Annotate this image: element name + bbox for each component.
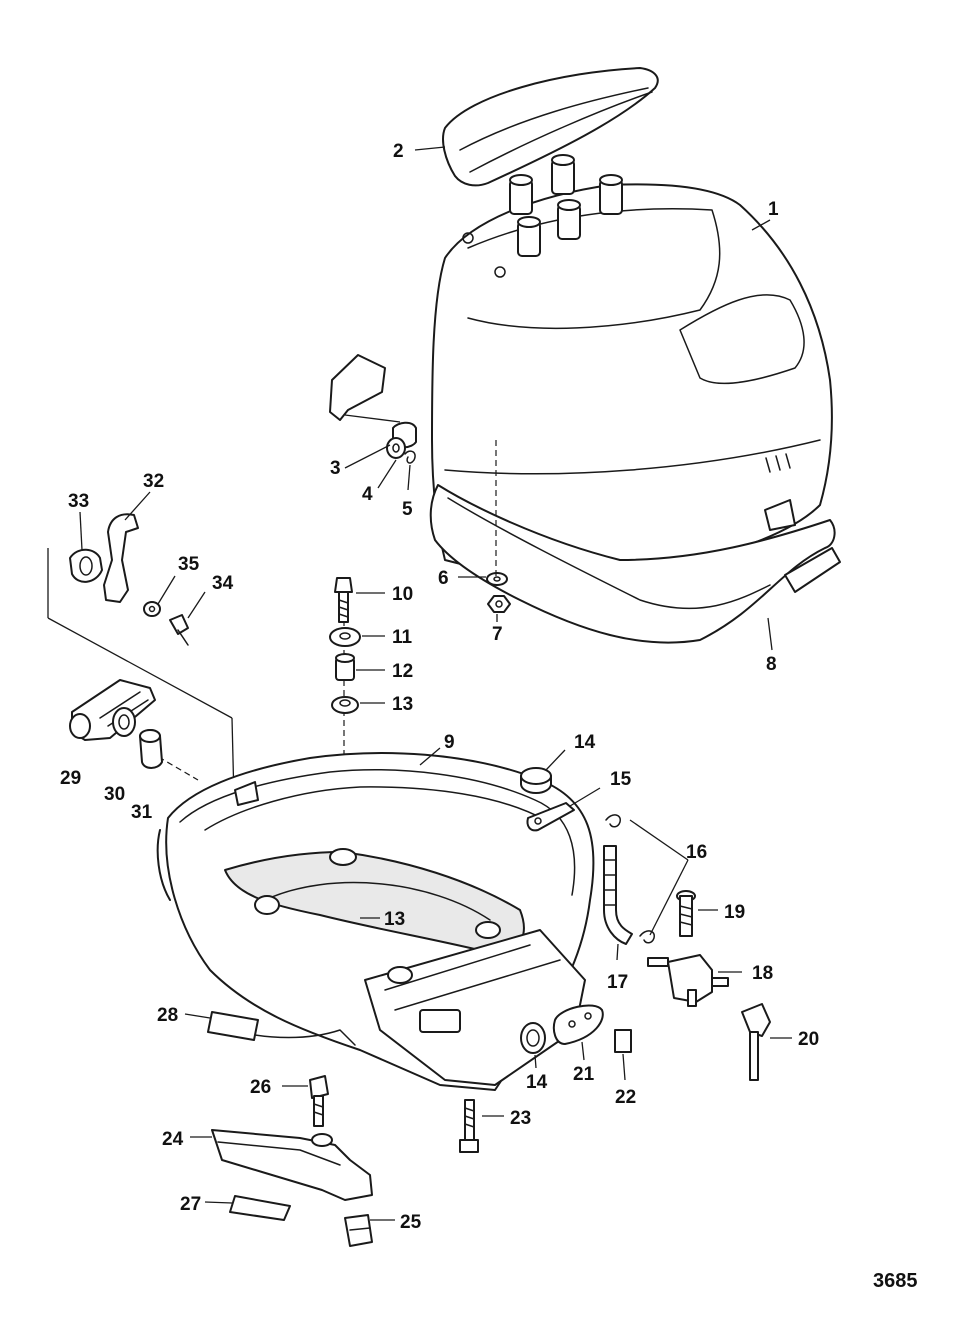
part-primer-20 — [741, 1003, 771, 1081]
part-cowl-seal — [429, 484, 841, 644]
callout-5: 5 — [402, 499, 413, 520]
leader-lines — [79, 146, 792, 1221]
part-washer — [386, 437, 406, 459]
part-top-cap — [442, 67, 659, 187]
callout-20: 20 — [798, 1029, 819, 1050]
callout-21: 21 — [573, 1064, 595, 1085]
part-decal-28 — [207, 1011, 259, 1041]
callout-29: 29 — [60, 768, 81, 789]
part-bolt-19 — [676, 890, 696, 937]
callout-8: 8 — [766, 654, 777, 675]
callout-9: 9 — [444, 732, 455, 753]
part-screw-34 — [169, 614, 189, 646]
callout-31: 31 — [131, 802, 153, 823]
callout-labels: 1 2 3 4 5 6 7 8 9 10 11 12 13 13 14 14 1… — [60, 141, 819, 1233]
callout-11: 11 — [392, 627, 413, 648]
part-nut-7 — [487, 595, 511, 613]
callout-35: 35 — [178, 554, 200, 575]
callout-13-bottom: 13 — [384, 909, 405, 930]
part-latch-lever — [329, 354, 401, 423]
callout-14-top: 14 — [574, 732, 596, 753]
callout-32: 32 — [143, 471, 164, 492]
callout-18: 18 — [752, 963, 773, 984]
part-screw-26 — [309, 1075, 329, 1127]
callout-26: 26 — [250, 1077, 271, 1098]
part-grommet-21 — [552, 1004, 604, 1045]
callout-23: 23 — [510, 1108, 531, 1129]
callout-6: 6 — [438, 568, 449, 589]
part-strap-15 — [526, 802, 575, 832]
part-bolt-23 — [459, 1099, 479, 1153]
diagram-reference-number: 3685 — [873, 1270, 918, 1292]
callout-30: 30 — [104, 784, 125, 805]
part-fuel-connector-18 — [647, 954, 729, 1007]
callout-16: 16 — [686, 842, 707, 863]
part-hose-17 — [603, 845, 633, 945]
callout-33: 33 — [68, 491, 89, 512]
part-bolt-10 — [334, 577, 353, 623]
callout-10: 10 — [392, 584, 413, 605]
part-washer-6 — [486, 572, 508, 586]
intake-tubes — [509, 154, 623, 257]
callout-25: 25 — [400, 1212, 422, 1233]
part-clip-25 — [344, 1214, 373, 1247]
part-washer-11 — [329, 627, 361, 647]
part-decal-27 — [229, 1195, 291, 1221]
part-spacer-12 — [335, 653, 355, 681]
part-top-cowl — [431, 154, 833, 578]
part-spring-latch — [103, 513, 139, 603]
part-clip-16-top — [605, 814, 621, 828]
part-washer-35 — [143, 601, 161, 617]
part-cap-14-bottom — [520, 1022, 546, 1054]
callout-19: 19 — [724, 902, 745, 923]
callout-17: 17 — [607, 972, 628, 993]
part-decal-22 — [614, 1029, 632, 1053]
callout-34: 34 — [212, 573, 234, 594]
callout-1: 1 — [768, 199, 779, 220]
part-seal-30 — [112, 707, 136, 737]
part-grommet-13-top — [331, 696, 359, 714]
callout-27: 27 — [180, 1194, 201, 1215]
part-seal-33 — [69, 548, 103, 583]
callout-3: 3 — [330, 458, 341, 479]
callout-2: 2 — [393, 141, 404, 162]
part-cap-14-top — [520, 767, 552, 794]
part-bracket-24 — [211, 1129, 373, 1201]
callout-22: 22 — [615, 1087, 636, 1108]
callout-12: 12 — [392, 661, 413, 682]
part-clip-16-bottom — [639, 930, 655, 944]
callout-13-top: 13 — [392, 694, 413, 715]
callout-15: 15 — [610, 769, 632, 790]
callout-24: 24 — [162, 1129, 184, 1150]
callout-4: 4 — [362, 484, 373, 505]
part-lever-handle-29 — [69, 679, 156, 741]
part-clip — [404, 450, 416, 464]
callout-7: 7 — [492, 624, 503, 645]
callout-28: 28 — [157, 1005, 178, 1026]
part-bushing-31 — [139, 729, 163, 769]
callout-14-bottom: 14 — [526, 1072, 548, 1093]
